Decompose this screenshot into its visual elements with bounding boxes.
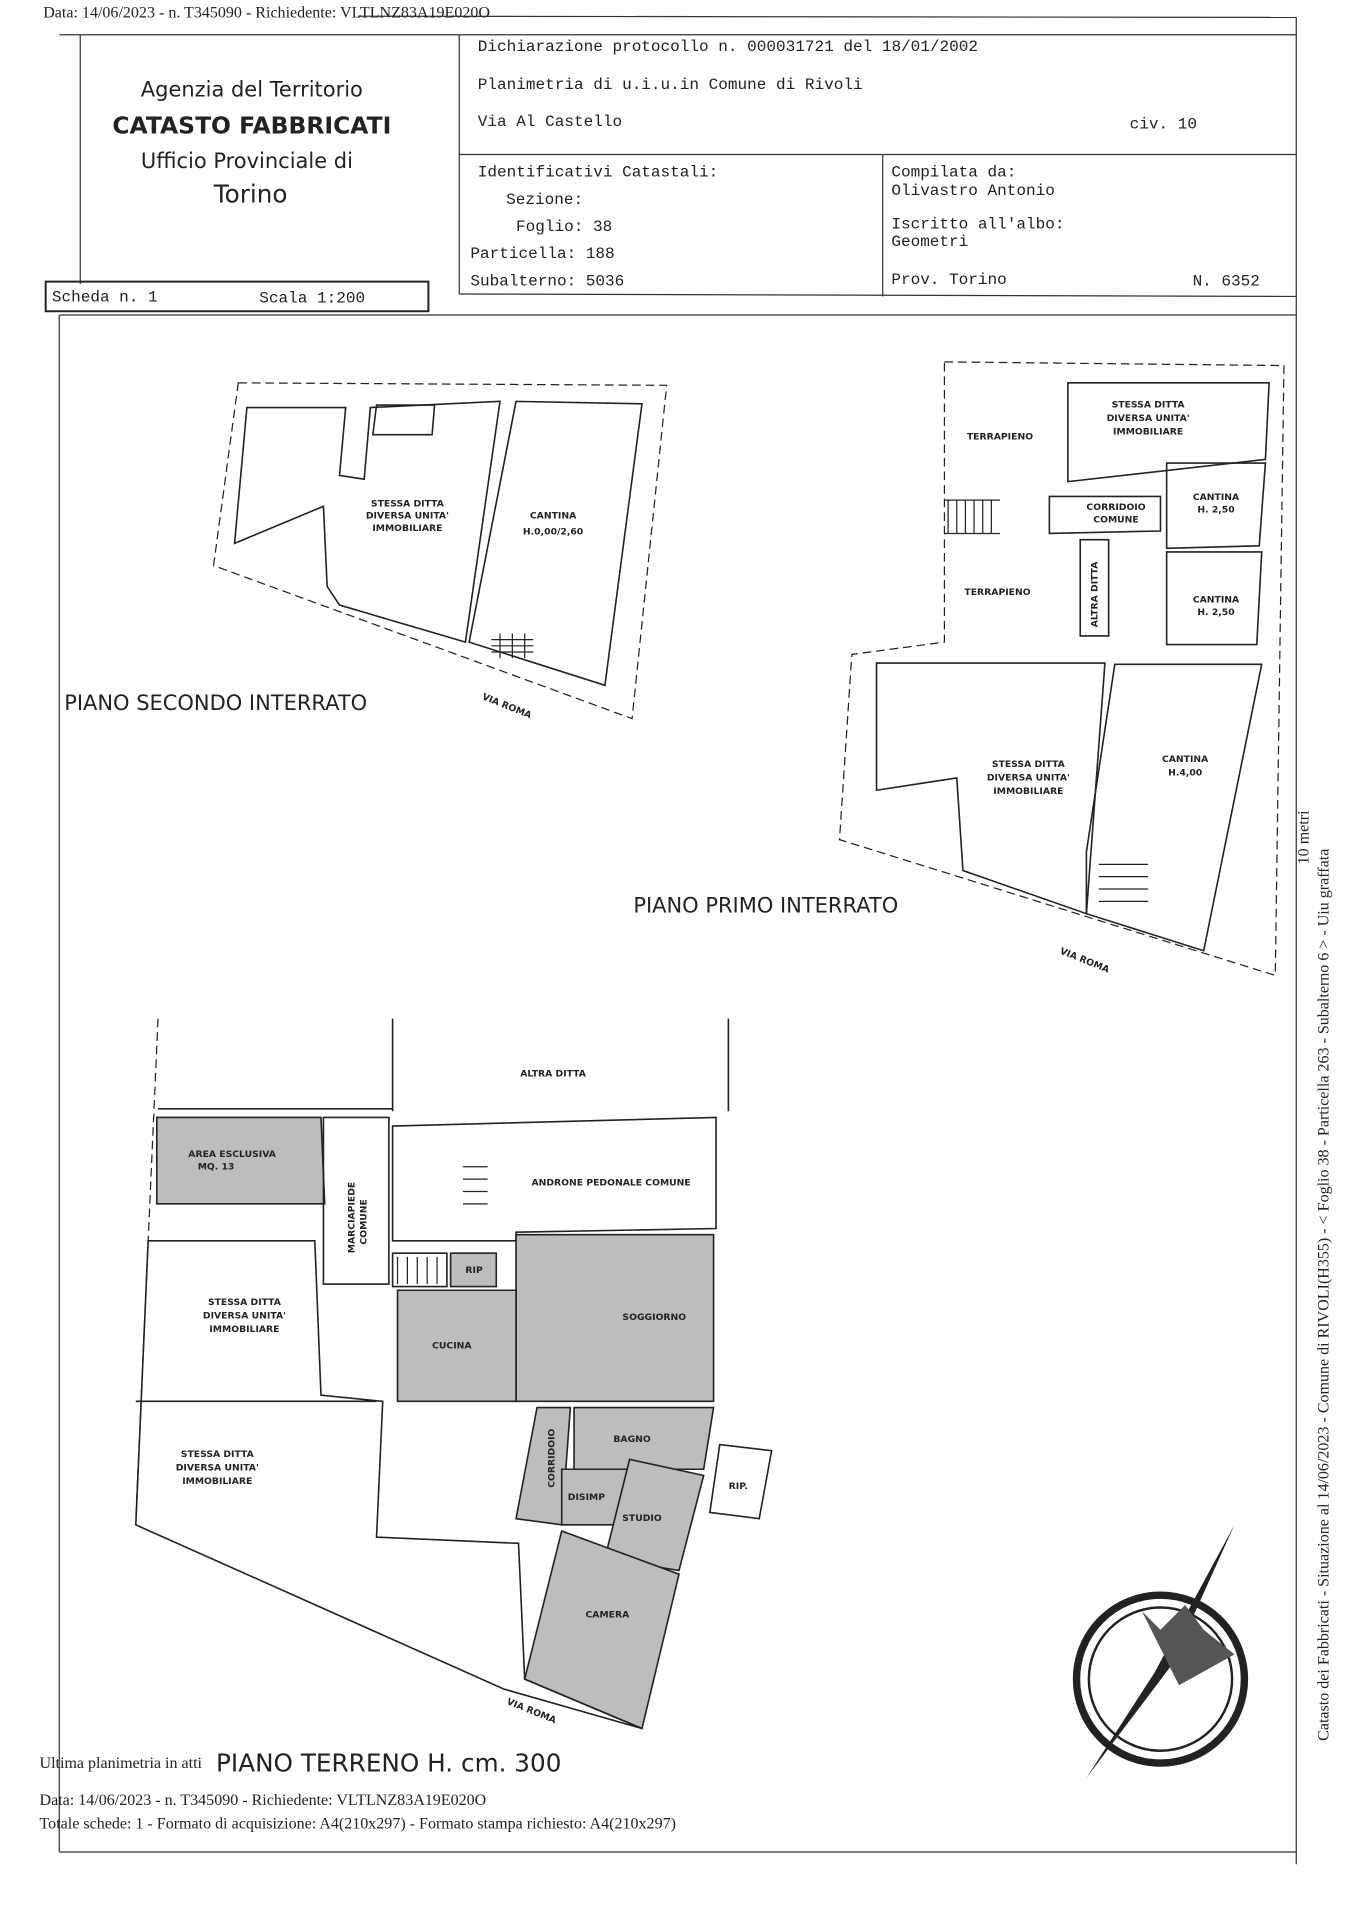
svg-text:BAGNO: BAGNO bbox=[613, 1434, 651, 1445]
svg-text:CANTINA: CANTINA bbox=[1193, 595, 1240, 606]
svg-text:Iscritto all'albo:: Iscritto all'albo: bbox=[891, 216, 1064, 234]
compiler-block: Compilata da: Olivastro Antonio Iscritto… bbox=[891, 164, 1260, 291]
svg-text:Data: 14/06/2023 - n. T345090: Data: 14/06/2023 - n. T345090 - Richiede… bbox=[40, 1792, 487, 1809]
svg-text:VIA ROMA: VIA ROMA bbox=[480, 691, 533, 721]
plan-title-first-basement: PIANO PRIMO INTERRATO bbox=[633, 893, 898, 917]
svg-text:Planimetria di u.i.u.in Comune: Planimetria di u.i.u.in Comune di Rivoli bbox=[478, 76, 863, 94]
svg-text:Prov. Torino: Prov. Torino bbox=[891, 271, 1006, 289]
svg-text:MQ. 13: MQ. 13 bbox=[198, 1161, 235, 1172]
svg-text:IMMOBILIARE: IMMOBILIARE bbox=[1113, 427, 1183, 438]
svg-text:Olivastro Antonio: Olivastro Antonio bbox=[891, 182, 1055, 200]
north-arrow-icon bbox=[1072, 1524, 1249, 1778]
svg-text:TERRAPIENO: TERRAPIENO bbox=[964, 587, 1030, 598]
svg-text:ALTRA DITTA: ALTRA DITTA bbox=[520, 1069, 587, 1080]
svg-text:CANTINA: CANTINA bbox=[530, 511, 577, 522]
scale-label: Scala 1:200 bbox=[259, 290, 365, 308]
svg-text:TERRAPIENO: TERRAPIENO bbox=[967, 432, 1033, 443]
svg-text:CATASTO FABBRICATI: CATASTO FABBRICATI bbox=[112, 111, 391, 139]
svg-text:CANTINA: CANTINA bbox=[1162, 754, 1209, 765]
footer: Data: 14/06/2023 - n. T345090 - Richiede… bbox=[40, 1792, 676, 1832]
svg-text:CUCINA: CUCINA bbox=[432, 1340, 472, 1351]
svg-text:H. 2,50: H. 2,50 bbox=[1197, 607, 1234, 618]
svg-text:DIVERSA UNITA': DIVERSA UNITA' bbox=[366, 511, 449, 522]
svg-text:DIVERSA UNITA': DIVERSA UNITA' bbox=[203, 1311, 286, 1322]
svg-text:IMMOBILIARE: IMMOBILIARE bbox=[209, 1324, 279, 1335]
svg-text:VIA ROMA: VIA ROMA bbox=[1058, 946, 1111, 976]
svg-text:DIVERSA UNITA': DIVERSA UNITA' bbox=[176, 1462, 259, 1473]
plan-title-second-basement: PIANO SECONDO INTERRATO bbox=[64, 691, 367, 715]
svg-text:Via Al Castello: Via Al Castello bbox=[478, 113, 622, 131]
svg-text:RIP.: RIP. bbox=[729, 1481, 748, 1492]
cadastral-identifiers: Identificativi Catastali: Sezione: Fogli… bbox=[470, 164, 718, 291]
svg-text:CAMERA: CAMERA bbox=[586, 1609, 631, 1620]
svg-text:H.4,00: H.4,00 bbox=[1168, 767, 1202, 778]
svg-text:Torino: Torino bbox=[213, 180, 288, 209]
side-stamp: 10 metri bbox=[1296, 810, 1313, 864]
svg-text:VIA ROMA: VIA ROMA bbox=[505, 1696, 558, 1726]
svg-text:RIP: RIP bbox=[465, 1265, 483, 1276]
overlay-text: Ultima planimetria in atti bbox=[40, 1755, 203, 1772]
plan-first-basement: TERRAPIENO STESSA DITTA DIVERSA UNITA' I… bbox=[633, 361, 1285, 977]
svg-text:DIVERSA UNITA': DIVERSA UNITA' bbox=[1107, 413, 1190, 424]
svg-text:Compilata da:: Compilata da: bbox=[891, 164, 1016, 182]
svg-text:DIVERSA UNITA': DIVERSA UNITA' bbox=[987, 772, 1070, 783]
svg-text:Sezione:: Sezione: bbox=[506, 191, 583, 209]
svg-text:IMMOBILIARE: IMMOBILIARE bbox=[993, 786, 1063, 797]
agency-block: Agenzia del Territorio CATASTO FABBRICAT… bbox=[112, 77, 391, 208]
svg-text:Ufficio Provinciale di: Ufficio Provinciale di bbox=[141, 149, 353, 173]
svg-text:Foglio: 38: Foglio: 38 bbox=[516, 218, 612, 236]
svg-text:STESSA DITTA: STESSA DITTA bbox=[992, 759, 1066, 770]
svg-text:ANDRONE PEDONALE COMUNE: ANDRONE PEDONALE COMUNE bbox=[531, 1177, 690, 1188]
plan-title-ground-floor: PIANO TERRENO H. cm. 300 bbox=[216, 1749, 561, 1778]
svg-text:Agenzia del Territorio: Agenzia del Territorio bbox=[141, 77, 363, 101]
plan-second-basement: STESSA DITTA DIVERSA UNITA' IMMOBILIARE … bbox=[64, 382, 668, 722]
svg-text:STESSA DITTA: STESSA DITTA bbox=[1112, 400, 1186, 411]
svg-text:IMMOBILIARE: IMMOBILIARE bbox=[372, 523, 442, 534]
scheda-label: Scheda n. 1 bbox=[52, 288, 158, 306]
svg-text:STESSA DITTA: STESSA DITTA bbox=[181, 1449, 255, 1460]
svg-text:ALTRA DITTA: ALTRA DITTA bbox=[1090, 561, 1101, 628]
svg-text:SOGGIORNO: SOGGIORNO bbox=[622, 1312, 686, 1323]
side-text: Catasto dei Fabbricati - Situazione al 1… bbox=[1315, 849, 1332, 1741]
svg-text:Geometri: Geometri bbox=[891, 233, 968, 251]
svg-text:AREA ESCLUSIVA: AREA ESCLUSIVA bbox=[188, 1149, 276, 1160]
svg-text:DISIMP: DISIMP bbox=[568, 1492, 605, 1503]
svg-text:H.0,00/2,60: H.0,00/2,60 bbox=[523, 527, 583, 538]
svg-text:STESSA DITTA: STESSA DITTA bbox=[208, 1297, 282, 1308]
top-stamp: Data: 14/06/2023 - n. T345090 - Richiede… bbox=[43, 4, 490, 21]
svg-text:COMUNE: COMUNE bbox=[359, 1199, 370, 1244]
plan-ground-floor: ALTRA DITTA AREA ESCLUSIVA MQ. 13 ANDRON… bbox=[40, 1018, 773, 1778]
svg-text:Subalterno: 5036: Subalterno: 5036 bbox=[470, 272, 624, 290]
svg-text:CORRIDOIO: CORRIDOIO bbox=[546, 1428, 557, 1487]
svg-text:N. 6352: N. 6352 bbox=[1193, 272, 1260, 290]
svg-text:civ. 10: civ. 10 bbox=[1130, 116, 1197, 134]
svg-text:Totale schede: 1 - Formato di: Totale schede: 1 - Formato di acquisizio… bbox=[40, 1816, 676, 1833]
svg-text:H. 2,50: H. 2,50 bbox=[1197, 504, 1234, 515]
svg-text:MARCIAPIEDE: MARCIAPIEDE bbox=[346, 1182, 357, 1253]
svg-text:IMMOBILIARE: IMMOBILIARE bbox=[182, 1476, 252, 1487]
svg-text:Dichiarazione protocollo n. 00: Dichiarazione protocollo n. 000031721 de… bbox=[478, 38, 978, 56]
scheda-box bbox=[44, 280, 430, 313]
svg-text:Identificativi Catastali:: Identificativi Catastali: bbox=[478, 164, 719, 182]
svg-text:CANTINA: CANTINA bbox=[1193, 492, 1240, 503]
svg-text:Particella: 188: Particella: 188 bbox=[470, 245, 614, 263]
svg-text:COMUNE: COMUNE bbox=[1093, 514, 1138, 525]
page-frame bbox=[44, 15, 1297, 1865]
declaration-block: Dichiarazione protocollo n. 000031721 de… bbox=[478, 38, 1197, 134]
svg-text:STESSA DITTA: STESSA DITTA bbox=[371, 498, 445, 509]
svg-text:STUDIO: STUDIO bbox=[622, 1513, 662, 1524]
svg-text:CORRIDOIO: CORRIDOIO bbox=[1086, 502, 1145, 513]
